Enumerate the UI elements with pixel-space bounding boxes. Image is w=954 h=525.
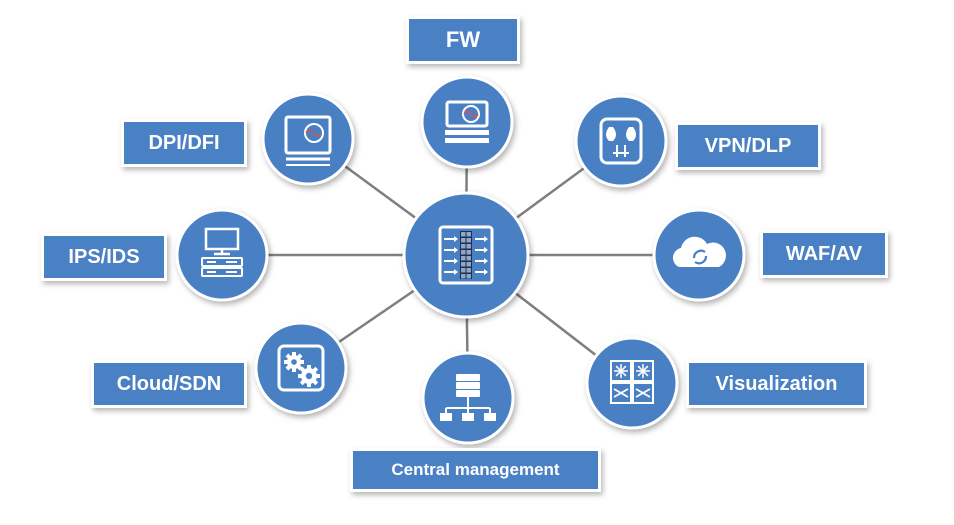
monitor-device-icon <box>284 115 332 166</box>
node-central <box>421 351 515 445</box>
center-firewall-hub <box>402 191 530 319</box>
computer-server-icon <box>201 227 243 277</box>
node-circles <box>175 75 746 445</box>
label-fw: FW <box>409 19 517 61</box>
keys-lock-icon <box>599 117 643 165</box>
node-dpi <box>261 92 355 186</box>
firewall-filter-icon <box>438 225 494 285</box>
node-fw <box>420 75 514 169</box>
gears-icon <box>277 344 325 392</box>
label-vis: Visualization <box>689 363 864 405</box>
switch-grid-icon <box>610 360 654 404</box>
node-vpn <box>574 94 668 188</box>
label-cloud: Cloud/SDN <box>94 363 244 405</box>
server-network-icon <box>440 374 496 421</box>
monitor-rack-icon <box>445 100 489 143</box>
node-waf <box>652 208 746 302</box>
label-ips: IPS/IDS <box>44 236 164 278</box>
node-ips <box>175 208 269 302</box>
cloud-sync-icon <box>672 236 726 267</box>
label-waf: WAF/AV <box>763 233 885 275</box>
label-central: Central management <box>353 451 598 489</box>
label-vpn: VPN/DLP <box>678 125 818 167</box>
node-vis <box>585 336 679 430</box>
label-dpi: DPI/DFI <box>124 122 244 164</box>
node-cloud <box>254 321 348 415</box>
